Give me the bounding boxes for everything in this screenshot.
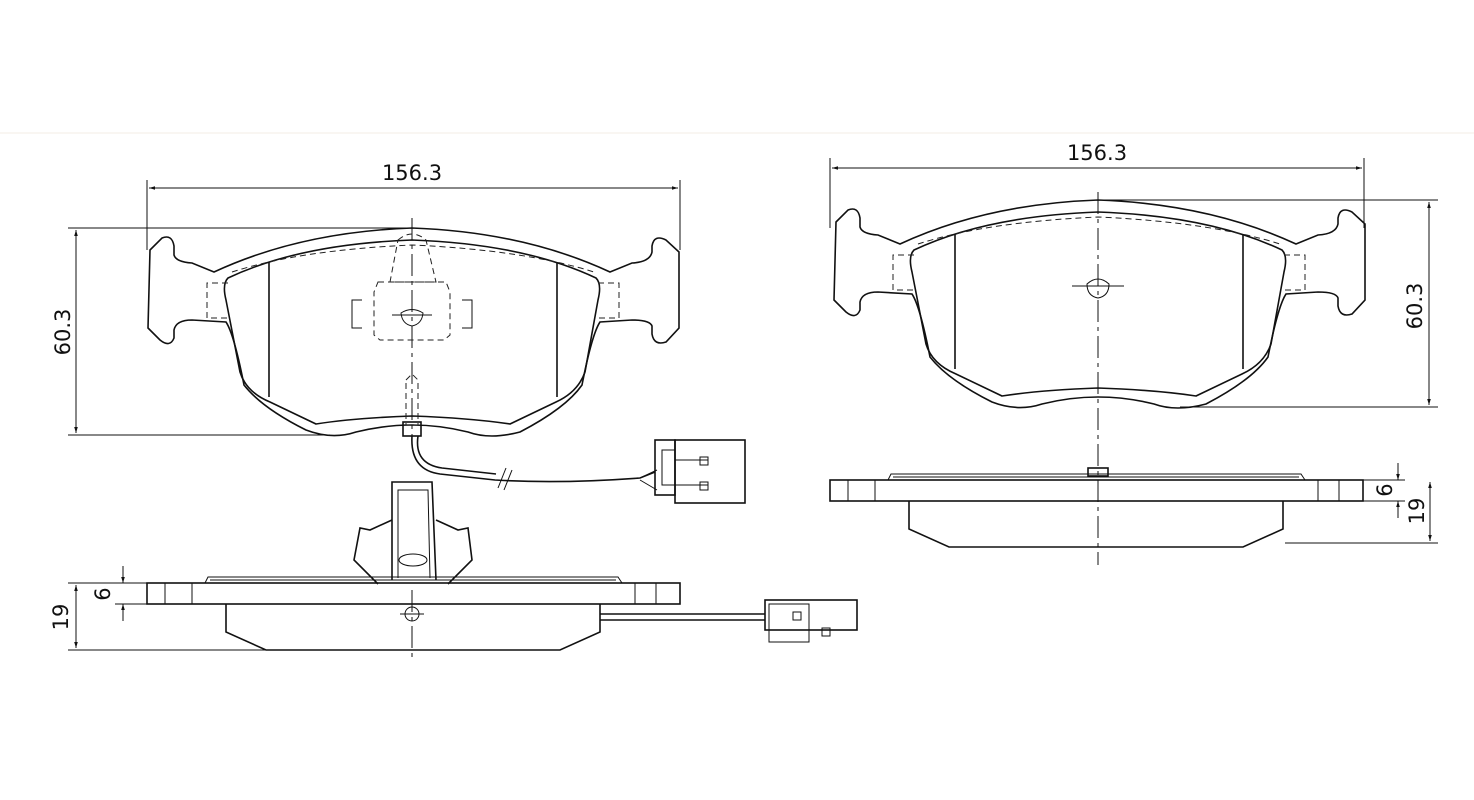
right-total-thickness-dimension: 19 — [1405, 498, 1429, 525]
sensor-connector-side — [764, 599, 858, 643]
left-width-dimension: 156.3 — [382, 161, 442, 185]
left-plate-thickness-dimension: 6 — [91, 587, 115, 600]
left-pad-front-view: 156.3 60.3 — [51, 161, 746, 504]
sensor-connector-top — [654, 439, 746, 504]
right-width-dimension: 156.3 — [1067, 141, 1127, 165]
right-pad-side-view: 6 19 — [829, 463, 1438, 548]
left-pad-side-view: 6 19 — [49, 481, 858, 662]
left-height-dimension: 60.3 — [51, 309, 75, 356]
right-height-dimension: 60.3 — [1403, 283, 1427, 330]
right-pad-front-view: 156.3 60.3 — [829, 141, 1438, 565]
right-plate-thickness-dimension: 6 — [1373, 483, 1397, 496]
left-total-thickness-dimension: 19 — [49, 604, 73, 631]
